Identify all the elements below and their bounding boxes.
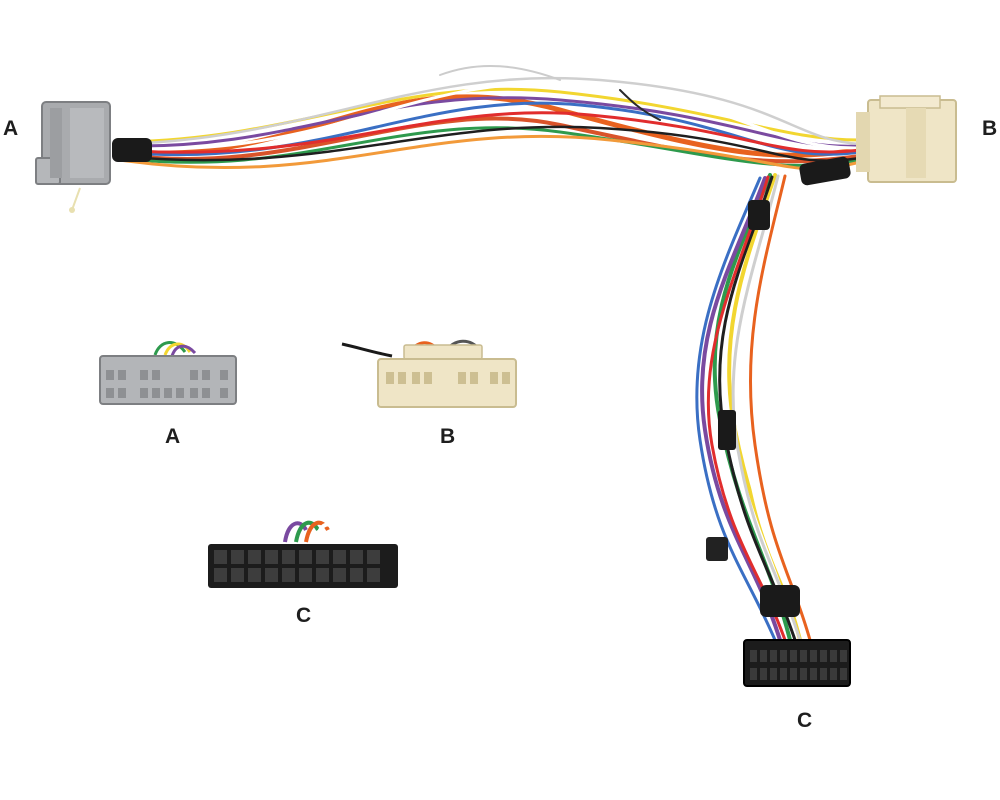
label-connector-b-face: B <box>440 425 456 448</box>
branch-wire-bundle <box>695 173 812 642</box>
connector-a-face-view <box>99 341 237 405</box>
connector-c-face-view <box>208 520 398 588</box>
connector-b-face-view <box>341 339 517 408</box>
tape-sleeves <box>112 138 851 617</box>
label-connector-c-face: C <box>296 604 312 627</box>
label-connector-a-main: A <box>3 117 19 140</box>
connector-a-main <box>35 101 111 213</box>
label-connector-a-face: A <box>165 425 181 448</box>
label-connector-c-main: C <box>797 709 813 732</box>
connector-b-main <box>856 95 957 183</box>
main-wire-bundle <box>117 64 863 171</box>
label-connector-b-main: B <box>982 117 998 140</box>
connector-c-main <box>743 639 851 687</box>
